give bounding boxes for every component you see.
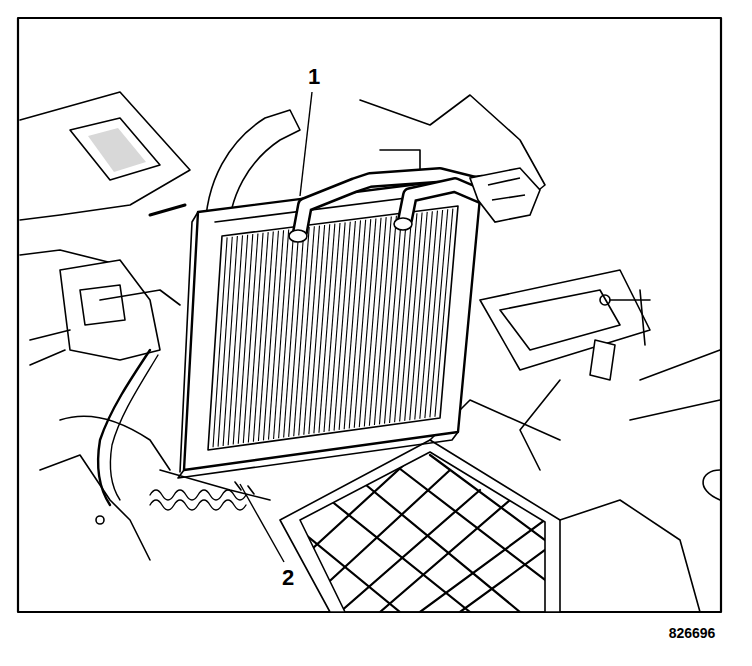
core-fin [430,209,448,417]
core-fin [339,221,355,430]
core-fin [395,214,412,422]
core-fin [354,219,371,428]
core-fin [410,212,427,420]
core-fin [364,218,381,427]
core-fin [400,213,417,421]
callout-number: 2 [282,567,294,589]
core-fin [390,215,407,423]
core-fin [405,213,422,421]
core-fin [385,215,402,423]
core-fin [425,210,443,418]
core-fin [334,222,350,431]
core-fin [379,216,396,425]
core-fin [329,222,345,431]
figure-number: 826696 [669,626,716,640]
core-fin [324,223,340,432]
core-fin [359,218,376,427]
core-fin [415,211,433,419]
core-fin [420,211,438,419]
core-fin [374,216,391,425]
callout-number: 1 [308,66,320,88]
core-fin [435,209,453,417]
core-fin [344,220,360,429]
core-fin [349,220,365,429]
core-fin [369,217,386,426]
